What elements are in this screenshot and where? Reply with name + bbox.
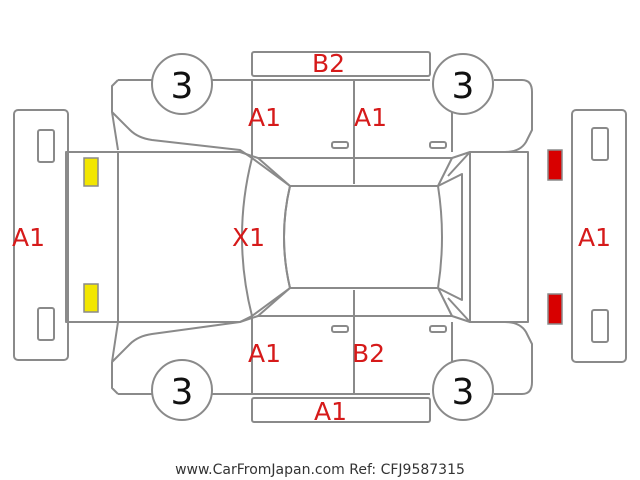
rear-light-top — [547, 149, 563, 181]
code-left-rear-door: A1 — [354, 103, 387, 132]
wheel-rear-left-count: 3 — [452, 66, 475, 107]
code-left-front-door: A1 — [248, 103, 281, 132]
code-rear-bumper: A1 — [578, 223, 611, 252]
wheel-rear-right-count: 3 — [452, 372, 475, 413]
code-hood: X1 — [232, 223, 265, 252]
left-rocker-panel — [251, 51, 431, 77]
code-right-rear-door: B2 — [352, 339, 385, 368]
wheel-front-left: 3 — [151, 53, 213, 115]
code-right-front-door: A1 — [248, 339, 281, 368]
wheel-front-right-count: 3 — [171, 372, 194, 413]
wheel-rear-left: 3 — [432, 53, 494, 115]
top-view-body — [65, 151, 529, 323]
wheel-front-right: 3 — [151, 359, 213, 421]
front-light-top — [83, 157, 99, 187]
front-light-bottom — [83, 283, 99, 313]
wheel-rear-right: 3 — [432, 359, 494, 421]
rear-light-bottom — [547, 293, 563, 325]
code-left-rocker: B2 — [312, 49, 345, 78]
rear-bumper — [571, 109, 627, 363]
code-right-rocker: A1 — [314, 397, 347, 426]
wheel-front-left-count: 3 — [171, 66, 194, 107]
right-rocker-panel — [251, 397, 431, 423]
front-bumper — [13, 109, 69, 361]
reference-footer: www.CarFromJapan.com Ref: CFJ9587315 — [175, 462, 465, 478]
code-front-bumper: A1 — [12, 223, 45, 252]
